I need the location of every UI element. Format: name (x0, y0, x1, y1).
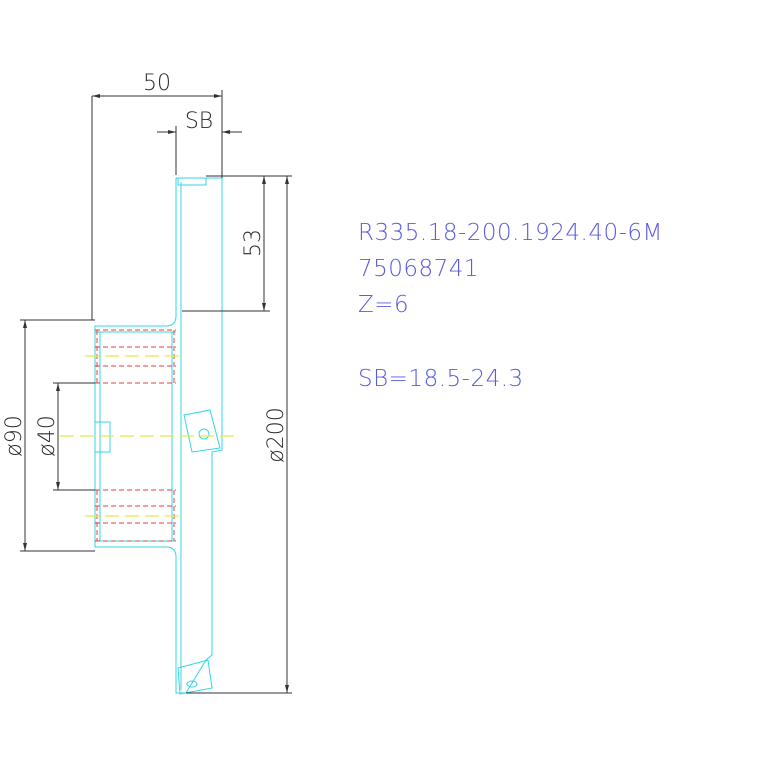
dim-label-dia-90: ø90 (2, 415, 27, 456)
dim-label-50: 50 (143, 71, 171, 96)
dimension-dia-40: ø40 (35, 382, 95, 491)
dimension-dia-200: ø200 (186, 175, 292, 694)
teeth-count: Z=6 (358, 292, 409, 318)
dimension-53: 53 (182, 175, 270, 312)
dim-label-dia-200: ø200 (264, 407, 289, 462)
dim-label-53: 53 (241, 229, 266, 257)
dimension-sb: SB (157, 109, 242, 175)
dimension-dia-90: ø90 (2, 319, 95, 552)
part-number: R335.18-200.1924.40-6M (358, 220, 663, 246)
insert-top (183, 409, 221, 453)
insert-bottom (177, 659, 213, 695)
dim-label-sb: SB (185, 109, 213, 134)
sb-range: SB=18.5-24.3 (358, 366, 524, 392)
center-lines (60, 355, 240, 517)
dimension-width-50: 50 (91, 71, 223, 320)
part-code: 75068741 (358, 256, 479, 282)
part-info: R335.18-200.1924.40-6M 75068741 Z=6 SB=1… (358, 220, 663, 392)
dim-label-dia-40: ø40 (35, 415, 60, 456)
